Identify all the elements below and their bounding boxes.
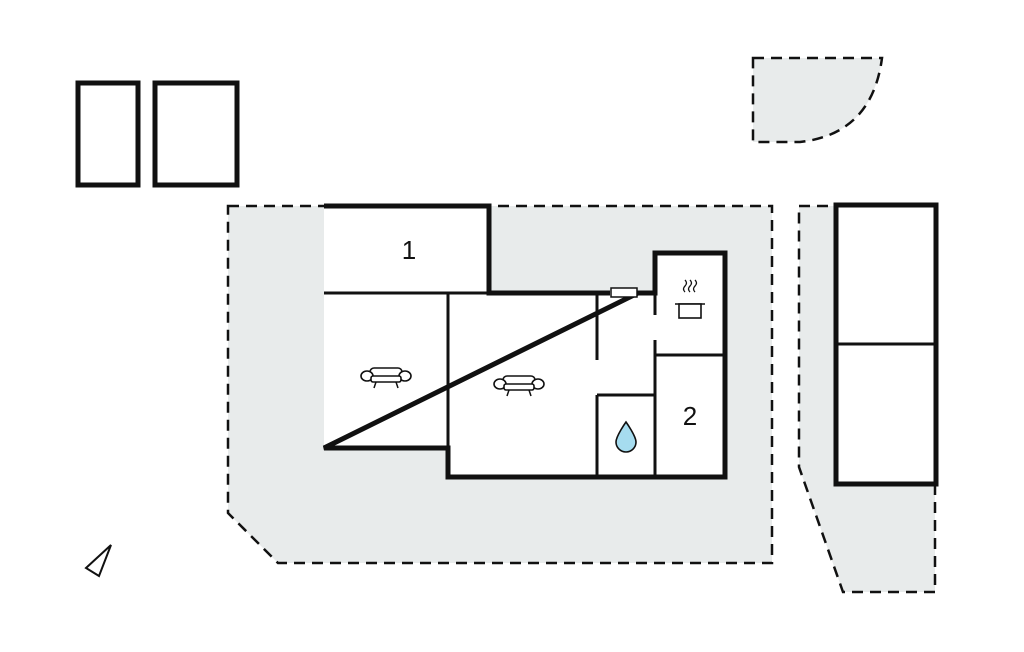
window <box>610 287 638 298</box>
outbuilding-middle <box>152 80 240 188</box>
terrace-area-top <box>751 56 884 144</box>
outbuilding-left <box>75 80 141 188</box>
room-label-bedroom-2: 2 <box>683 401 697 431</box>
room-label-bedroom-1: 1 <box>402 235 416 265</box>
water-drop-icon <box>615 420 637 453</box>
sofa-icon <box>360 367 412 389</box>
sofa-icon <box>493 375 545 397</box>
cooking-pot-icon <box>675 279 705 319</box>
north-arrow-icon <box>84 544 112 578</box>
house-floor <box>324 206 725 477</box>
